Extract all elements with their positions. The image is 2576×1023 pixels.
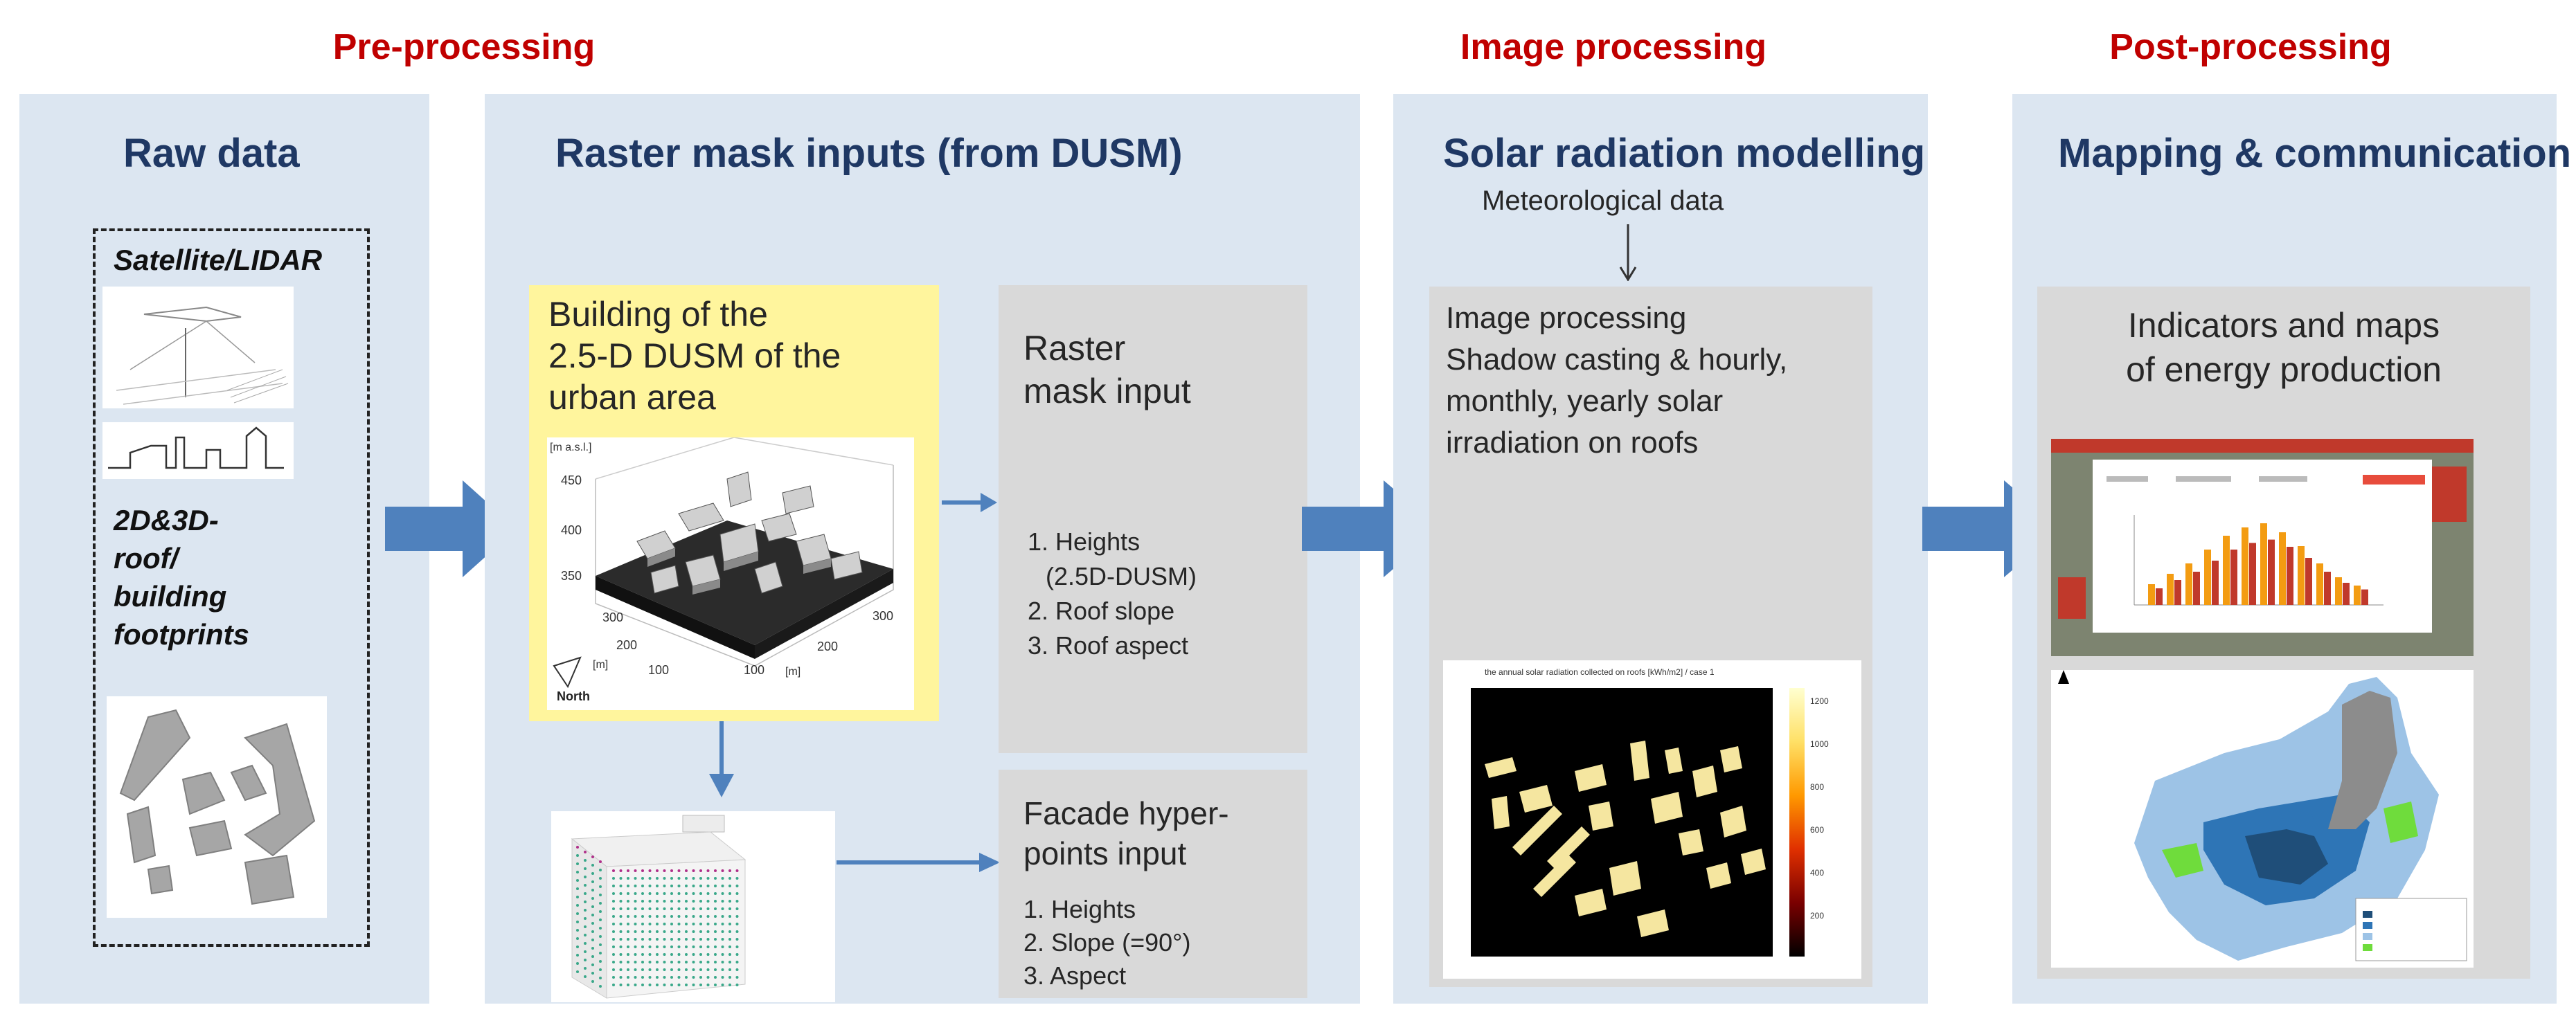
plot-y200: 200 <box>616 638 638 652</box>
plot-x300: 300 <box>873 609 894 623</box>
facade-box-title-1: Facade hyper- <box>1023 795 1229 831</box>
solar-colorbar <box>1789 688 1805 957</box>
ip-line-2: Shadow casting & hourly, <box>1446 343 1788 377</box>
raster-mask-input-box: Raster mask input 1. Heights (2.5D-DUSM)… <box>999 285 1307 753</box>
mapping-title: Mapping & communication <box>2058 131 2572 176</box>
roof-footprints-label: 2D&3D- roof/ building footprints <box>114 501 249 653</box>
facade-hyperpoints-box: Facade hyper- points input 1. Heights 2.… <box>999 770 1307 998</box>
arrow-raw-to-raster <box>385 480 517 577</box>
meteo-down-arrow <box>1618 224 1638 284</box>
building-footprints-image <box>107 696 327 918</box>
plot-north: North <box>557 689 590 703</box>
solar-irradiation-map: the annual solar radiation collected on … <box>1443 660 1861 979</box>
plot-ylabel: [m] <box>593 659 609 671</box>
indicators-box: Indicators and maps of energy production <box>2037 287 2530 979</box>
dusm-line-3: urban area <box>548 378 716 417</box>
facade-box-list: 1. Heights 2. Slope (=90°) 3. Aspect <box>1023 893 1191 993</box>
satellite-lidar-label: Satellite/LIDAR <box>114 244 323 276</box>
dusm-building-text: Building of the 2.5-D DUSM of the urban … <box>548 293 841 418</box>
mapping-panel: Mapping & communication Indicators and m… <box>2012 94 2571 1004</box>
facade-item-heights: 1. Heights <box>1023 895 1136 923</box>
image-processing-text: Image processing Shadow casting & hourly… <box>1446 298 1787 464</box>
solar-modelling-title: Solar radiation modelling <box>1443 131 1926 176</box>
colorbar-tick-400: 400 <box>1810 868 1825 878</box>
footprints-line-2: roof/ <box>114 542 179 574</box>
dusm-3d-plot: [m a.s.l.] 450 400 350 300 200 [m] 100 1… <box>547 437 914 710</box>
raster-box-title-2: mask input <box>1023 372 1191 410</box>
dusm-line-2: 2.5-D DUSM of the <box>548 336 841 375</box>
energy-dashboard-image <box>2051 439 2474 656</box>
colorbar-tick-800: 800 <box>1810 782 1825 792</box>
colorbar-tick-600: 600 <box>1810 825 1825 835</box>
ip-line-4: irradiation on roofs <box>1446 426 1699 460</box>
indicators-text: Indicators and maps of energy production <box>2037 303 2530 392</box>
ip-line-1: Image processing <box>1446 301 1687 335</box>
plot-y100: 100 <box>648 663 670 677</box>
raster-item-heights: 1. Heights <box>1028 527 1141 556</box>
plot-z350: 350 <box>561 569 582 583</box>
plot-x100: 100 <box>744 663 765 677</box>
height-profile-sketch <box>102 422 294 479</box>
energy-production-map <box>2051 670 2474 968</box>
indicators-line-1: Indicators and maps <box>2127 306 2440 345</box>
footprints-line-3: building <box>114 580 227 613</box>
footprints-line-4: footprints <box>114 618 249 651</box>
raster-item-slope: 2. Roof slope <box>1028 597 1175 625</box>
plot-z400: 400 <box>561 523 582 537</box>
raster-mask-panel: Raster mask inputs (from DUSM) Building … <box>485 94 1360 1004</box>
colorbar-tick-1000: 1000 <box>1810 739 1829 749</box>
phase-image-processing: Image processing <box>1460 27 1767 67</box>
raster-item-aspect: 3. Roof aspect <box>1028 631 1189 660</box>
solar-map-canvas <box>1471 688 1773 957</box>
indicators-line-2: of energy production <box>2126 350 2442 389</box>
raster-mask-title: Raster mask inputs (from DUSM) <box>555 131 1183 176</box>
meteorological-data-label: Meteorological data <box>1482 185 1724 216</box>
facade-box-title: Facade hyper- points input <box>1023 793 1229 873</box>
raw-data-panel: Raw data Satellite/LIDAR 2D&3D- roof/ bu… <box>19 94 429 1004</box>
phase-pre-processing: Pre-processing <box>332 27 596 67</box>
satellite-sketch-image <box>102 287 294 408</box>
facade-box-title-2: points input <box>1023 835 1187 871</box>
facade-item-slope: 2. Slope (=90°) <box>1023 928 1191 957</box>
facade-item-aspect: 3. Aspect <box>1023 961 1127 990</box>
facade-hyperpoints-image <box>551 811 835 1002</box>
colorbar-tick-1200: 1200 <box>1810 696 1829 706</box>
arrow-facade-to-box <box>837 849 1000 876</box>
raster-box-title: Raster mask input <box>1023 327 1191 413</box>
colorbar-tick-200: 200 <box>1810 911 1825 921</box>
image-processing-box: Image processing Shadow casting & hourly… <box>1429 287 1872 987</box>
plot-xlabel: [m] <box>785 666 801 678</box>
plot-x200: 200 <box>817 640 839 653</box>
plot-zlabel: [m a.s.l.] <box>550 442 592 453</box>
raw-data-title: Raw data <box>123 131 300 176</box>
raster-box-title-1: Raster <box>1023 329 1126 368</box>
dusm-building-box: Building of the 2.5-D DUSM of the urban … <box>529 285 939 721</box>
phase-post-processing: Post-processing <box>2109 27 2392 67</box>
raw-data-dashed-box <box>93 228 370 947</box>
raster-box-list: 1. Heights (2.5D-DUSM) 2. Roof slope 3. … <box>1028 525 1197 663</box>
solar-map-caption: the annual solar radiation collected on … <box>1485 667 1715 677</box>
footprints-line-1: 2D&3D- <box>114 504 219 536</box>
arrow-plot-to-facade <box>706 721 737 797</box>
raster-item-dusm: (2.5D-DUSM) <box>1046 562 1197 590</box>
solar-modelling-panel: Solar radiation modelling Meteorological… <box>1393 94 1928 1004</box>
arrow-plot-to-raster-box <box>942 489 997 516</box>
plot-y300: 300 <box>602 610 624 624</box>
ip-line-3: monthly, yearly solar <box>1446 384 1724 418</box>
dusm-line-1: Building of the <box>548 295 768 334</box>
plot-z450: 450 <box>561 473 582 487</box>
